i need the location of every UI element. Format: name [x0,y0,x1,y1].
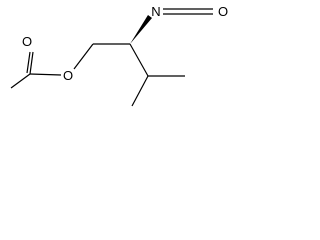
bond-carbonyl-esterO [29,73,62,76]
isocyanate-nitrogen-label: N [151,4,160,19]
wedge-bond-chiral-n [130,15,152,44]
structure-canvas: O O N O [0,0,236,115]
bond-esterO-ch2 [73,43,94,70]
bond-carbonyl-double-2 [26,51,31,74]
carbonyl-oxygen-label: O [22,34,32,49]
bond-methyl-carbonyl [10,73,31,89]
bond-carbonyl-double-1 [29,51,34,75]
isocyanate-oxygen-label: O [218,4,228,19]
bond-ch-methyl-left [131,75,149,107]
molecule-structure: O O N O [10,4,228,107]
bond-chiral-ch [129,43,149,77]
ester-oxygen-label: O [63,68,73,83]
